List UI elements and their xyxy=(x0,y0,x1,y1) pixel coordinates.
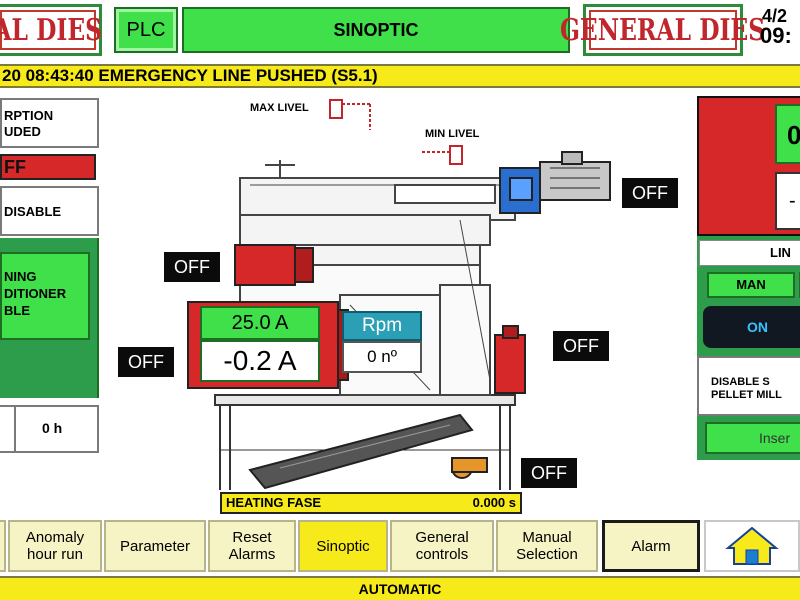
insert-button[interactable]: Inser xyxy=(705,422,800,454)
logo-text: AL DIES xyxy=(0,12,103,48)
brand-logo-left: AL DIES xyxy=(0,4,102,56)
exemption-line-2: UDED xyxy=(4,124,41,139)
on-toggle[interactable]: ON xyxy=(703,306,800,348)
nav-partial[interactable] xyxy=(0,520,6,572)
nav-manual-selection[interactable]: Manual Selection xyxy=(496,520,598,572)
current-setpoint: 25.0 A xyxy=(200,306,320,340)
hours-value: 0 h xyxy=(42,420,63,436)
disable-button[interactable]: DISABLE xyxy=(0,186,99,236)
datetime-display: 4/2 09: xyxy=(748,0,800,62)
line-label: LIN xyxy=(699,240,800,266)
pump-status: OFF xyxy=(553,331,609,361)
min-level-label: MIN LIVEL xyxy=(425,128,480,140)
disable-pellet-mill-button[interactable]: DISABLE S PELLET MILL xyxy=(697,356,800,416)
current-actual: -0.2 A xyxy=(200,340,320,382)
max-level-label: MAX LIVEL xyxy=(250,102,309,114)
rpm-value: 0 nº xyxy=(342,341,422,373)
heating-value: 0.000 s xyxy=(472,495,516,510)
conveyor-motor-status: OFF xyxy=(622,178,678,208)
brand-logo-right: GENERAL DIES xyxy=(560,4,766,56)
nav-general-controls[interactable]: General controls xyxy=(390,520,494,572)
heating-label: HEATING FASE xyxy=(226,495,322,510)
heating-phase-bar: HEATING FASE 0.000 s xyxy=(220,492,522,514)
date-text: 4/2 xyxy=(762,6,788,26)
mode-status-bar: AUTOMATIC xyxy=(0,576,800,600)
page-title: SINOPTIC xyxy=(182,7,570,53)
main-motor-status: OFF xyxy=(118,347,174,377)
status-off-indicator: FF xyxy=(0,154,96,180)
nav-alarm[interactable]: Alarm xyxy=(602,520,700,572)
disable-line-2: PELLET MILL xyxy=(711,389,782,401)
logo-text: GENERAL DIES xyxy=(560,12,766,48)
plc-button[interactable]: PLC xyxy=(114,7,178,53)
conditioner-line-1: NING xyxy=(4,269,37,284)
alarm-message-bar: 20 08:43:40 EMERGENCY LINE PUSHED (S5.1) xyxy=(0,64,800,88)
home-button[interactable] xyxy=(704,520,800,572)
exemption-box[interactable]: RPTION UDED xyxy=(0,98,99,148)
pellet-mill-diagram xyxy=(187,99,611,490)
feeder-motor-status: OFF xyxy=(164,252,220,282)
conditioner-line-3: BLE xyxy=(4,303,30,318)
disable-line-1: DISABLE S xyxy=(711,376,770,388)
nav-reset-alarms[interactable]: Reset Alarms xyxy=(208,520,296,572)
exemption-line-1: RPTION xyxy=(4,108,54,123)
nav-sinoptic[interactable]: Sinoptic xyxy=(298,520,388,572)
discharge-status: OFF xyxy=(521,458,577,488)
time-text: 09: xyxy=(760,23,792,48)
manual-mode-button[interactable]: MAN xyxy=(707,272,795,298)
nav-anomaly-hour-run[interactable]: Anomaly hour run xyxy=(8,520,102,572)
nav-parameter[interactable]: Parameter xyxy=(104,520,206,572)
hours-row: 0 h xyxy=(0,405,99,453)
conditioner-line-2: DITIONER xyxy=(4,286,67,301)
home-icon xyxy=(725,526,779,565)
conditioner-enable-button[interactable]: NING DITIONER BLE xyxy=(0,252,90,340)
right-input-box[interactable]: - xyxy=(775,172,800,230)
divider xyxy=(14,407,16,451)
rpm-label: Rpm xyxy=(342,311,422,341)
right-counter-value: 0 xyxy=(775,104,800,164)
